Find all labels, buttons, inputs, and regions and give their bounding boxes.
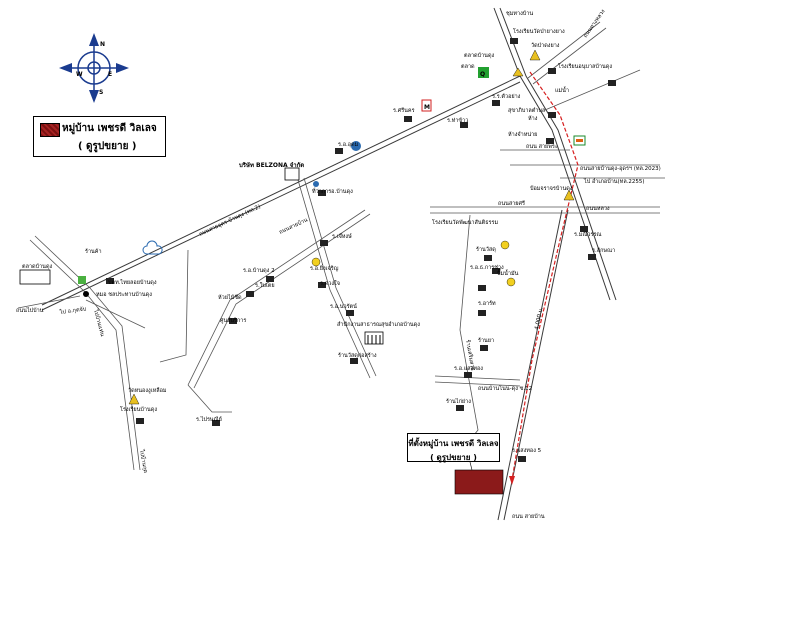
label-market-jct: ตลาดบ้านดุง: [464, 52, 495, 59]
landmark-icons: Q M: [19, 38, 616, 462]
compass-e: E: [108, 71, 112, 78]
map-labels: ชุมทางบ้าน โรงเรียนวัดป่ายางยาง วัดป่าดง…: [16, 8, 661, 520]
label-shop-c5: ร.เจ๊หงษ์: [332, 233, 352, 240]
label-road-s-bl: ถนน สายพระ: [526, 143, 558, 150]
label-left-school2: หมอ ชลประทานบ้านดุง: [96, 291, 152, 298]
label-left-temple2: โรงเรียนบ้านดุง: [120, 405, 157, 413]
label-shop-r2: ร.ลักษณา: [592, 247, 615, 254]
label-shop-c10: ร.อ.นวรัตน์: [330, 303, 357, 310]
label-left-school: ปตท.ไทยลอยบ้านดุง: [108, 279, 157, 286]
label-shop-c7: ร.ใบเตย: [255, 282, 275, 289]
label-left-road3: ไปบ้านแท่น: [92, 308, 106, 338]
label-market: ตลาด: [461, 64, 475, 70]
label-s-tambon: สุขาภิบาลตำบล: [508, 107, 545, 114]
label-school-right: โรงเรียนอนุบาลบ้านดุง: [558, 62, 612, 70]
label-shop-c11: ร้านวัสดุก่อสร้าง: [338, 352, 377, 359]
compass-rose-icon: N E W S: [59, 33, 129, 103]
label-road-sri: ถนนสายศรี: [498, 200, 525, 207]
label-water: ห้วยไม้ซีด: [218, 294, 242, 301]
label-shop-m5: ร้านยา: [478, 337, 494, 344]
label-river: แม่น้ำ: [555, 86, 569, 94]
legend-title: หมู่บ้าน เพชรดี วิลเลจ: [62, 123, 157, 134]
shop-icon: [106, 38, 616, 462]
roads: [17, 7, 665, 521]
label-gov: ที่ว่าการอ.บ้านดุง: [312, 187, 354, 195]
label-shop-b3: ร.แสงทอง 5: [512, 447, 542, 454]
label-school-top: โรงเรียนวัดป่ายางยาง: [513, 27, 565, 35]
label-left-temple: วัดหนองงูเหลือม: [128, 387, 167, 394]
label-shop-m2: ร.อ.ธ.การช่าง: [470, 264, 504, 271]
gas-station-icon: [478, 67, 489, 78]
site-callout[interactable]: ที่ตั้งหมู่บ้าน เพชรดี วิลเลจ ( ดูรูปขยา…: [407, 433, 500, 462]
label-shop-c6: ร.อ.บ้านดุง 2: [243, 267, 275, 274]
callout-subtitle: ( ดูรูปขยาย ): [430, 453, 477, 462]
label-school-mid: โรงเรียนวัดพัฒนาสันติธรรม: [432, 218, 498, 226]
legend: หมู่บ้าน เพชรดี วิลเลจ ( ดูรูปขยาย ): [33, 116, 166, 157]
label-hwy-right: ถนนทางหลวง: [583, 8, 607, 39]
label-shop-m1: ร้านวัสดุ: [476, 246, 496, 253]
label-left-shop: ร้านค้า: [85, 248, 102, 255]
label-road-km: ถนน สายบ้าน: [512, 513, 545, 520]
label-shop-m3: ร.อาร์ท: [478, 300, 496, 307]
site-marker[interactable]: [454, 469, 504, 495]
label-shop-r1: ร.มณีวรรณ: [574, 231, 602, 238]
bank-icon: [351, 141, 361, 151]
label-road-sri2: ถนนหลวง: [586, 206, 610, 212]
label-shop-b2: ร้านไก่ย่าง: [446, 398, 471, 405]
compass-s: S: [99, 89, 103, 96]
svg-text:M: M: [424, 104, 430, 111]
label-left-shop2: ร.ไปรษณีย์: [196, 416, 222, 423]
label-office: สำนักงานสาธารณสุขอำเภอบ้านดุง: [337, 321, 420, 328]
label-road-bottom: ถนนบ้านโนน-ดุง ซ.12: [478, 384, 532, 392]
label-shop-tr1: ร.ร.ตัวอย่าง: [492, 93, 521, 100]
label-gas-m: ปั๊มน้ำมัน: [497, 269, 519, 277]
label-top-junction: ชุมทางบ้าน: [506, 10, 533, 17]
label-road-main2: ถนนสายบ้าน: [278, 216, 309, 235]
label-stop-jct: ป้อมจราจรบ้านดุง: [530, 185, 573, 192]
label-post: ศูนย์บริการ: [220, 317, 246, 324]
label-belzona: บริษัท BELZONA จำกัด: [239, 161, 304, 169]
compass-n: N: [100, 41, 105, 48]
label-left-road2: ไป อ.กุดจับ: [58, 305, 87, 316]
label-shop-c4: ร.ศรีนคร: [393, 107, 415, 114]
route-line: [511, 71, 579, 481]
label-temple-top: วัดป่าดงยาง: [531, 42, 560, 49]
label-shop-c1: ร.ท่าข้าว: [447, 117, 468, 124]
label-shop-c2: ร.อ.อุดม: [338, 142, 359, 148]
label-road-main: ถนนสายอุดร-บ้านดุง (ทล.2): [198, 203, 262, 238]
label-left-road-s: ไปบ้านกุด: [138, 448, 149, 474]
svg-text:Q: Q: [480, 71, 485, 78]
mcdonalds-icon: [421, 99, 432, 112]
label-road-2255: ไป อำเภอบ้าน(ทล.2255): [583, 178, 645, 185]
legend-subtitle: ( ดูรูปขยาย ): [78, 141, 137, 152]
label-left-jct: ตลาดบ้านดุง: [22, 263, 53, 270]
legend-swatch: [40, 123, 60, 137]
label-lumpini: ห้างจำหน่าย: [508, 131, 537, 138]
label-left-road1: ถนนไปบ้าน: [16, 307, 44, 314]
compass-w: W: [76, 71, 83, 78]
cloud-icon: [142, 240, 163, 255]
callout-title: ที่ตั้งหมู่บ้าน เพชรดี วิลเลจ: [408, 439, 499, 448]
label-shop-c8: ร.อ.ยิ่งเจริญ: [310, 264, 339, 272]
label-road-2023: ถนนสายบ้านดุง-อุดรฯ (ทล.2023): [580, 165, 661, 172]
temple-icon: [529, 49, 541, 61]
label-shop-c9: ร.ดวงใจ: [320, 280, 340, 287]
label-shop-m6: ร.อ.แสงทอง: [454, 365, 483, 372]
label-dist: 4,000 ม.: [534, 307, 545, 331]
police-icon: [311, 257, 321, 267]
label-market-small: ห้าง: [528, 115, 538, 122]
